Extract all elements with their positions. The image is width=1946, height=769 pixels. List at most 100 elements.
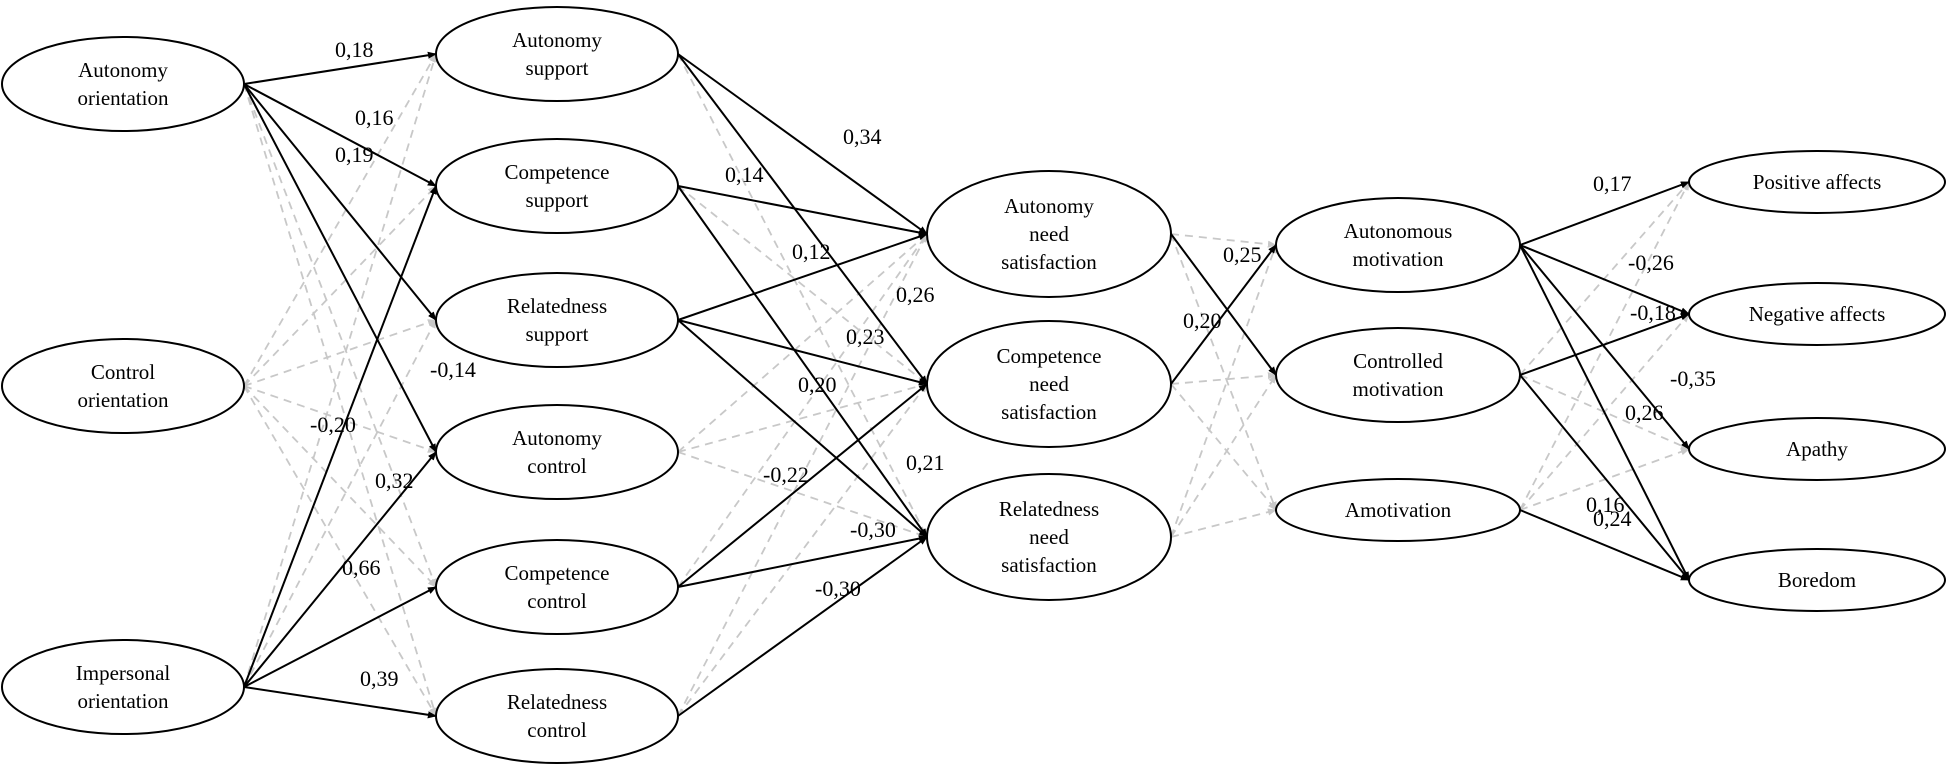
coef-label-autonomy-orientation-to-autonomy-support: 0,18 [335, 37, 374, 62]
path-competence-support-to-autonomy-need [677, 185, 928, 237]
ns-path-control-orientation-to-autonomy-support [243, 53, 437, 387]
node-negative-affects: Negative affects [1688, 282, 1946, 346]
path-competence-control-to-competence-need [677, 383, 928, 588]
node-amotivation-label-line: Amotivation [1345, 498, 1452, 522]
node-competence-need-ellipse [926, 320, 1172, 448]
node-autonomy-orientation-label-line: Autonomy [78, 58, 168, 82]
coef-label-autonomy-support-to-autonomy-need: 0,34 [843, 124, 882, 149]
coef-label-autonomous-motivation-to-boredom: -0,35 [1670, 366, 1716, 391]
path-autonomy-orientation-to-relatedness-support [243, 83, 437, 321]
coef-label-autonomy-orientation-to-autonomy-control: -0,14 [430, 357, 476, 382]
node-autonomy-orientation-ellipse [1, 36, 245, 132]
node-autonomy-need-label-line: need [1029, 222, 1069, 246]
significant-paths [243, 51, 1690, 719]
path-autonomous-motivation-to-boredom [1519, 244, 1690, 581]
ns-path-autonomy-orientation-to-competence-control [243, 83, 437, 588]
node-autonomy-control-label-line: Autonomy [512, 426, 602, 450]
ns-path-relatedness-control-to-autonomy-need [677, 233, 928, 717]
node-competence-control-ellipse [435, 539, 679, 635]
node-competence-need: Competence need satisfaction [926, 320, 1172, 448]
node-control-orientation-label-line: orientation [78, 388, 169, 412]
ns-path-relatedness-need-to-amotivation [1170, 508, 1277, 538]
path-relatedness-support-to-competence-need [677, 319, 928, 386]
ns-path-relatedness-need-to-controlled-motivation [1170, 374, 1277, 538]
node-competence-need-label-line: Competence [997, 344, 1102, 368]
path-relatedness-support-to-relatedness-need [677, 319, 928, 538]
path-controlled-motivation-to-negative-affects [1519, 313, 1690, 376]
node-relatedness-support-ellipse [435, 272, 679, 368]
coef-label-competence-need-to-autonomous-motivation: 0,20 [1183, 308, 1222, 333]
node-relatedness-need-label-line: need [1029, 525, 1069, 549]
coef-label-autonomy-need-to-controlled-motivation: 0,25 [1223, 242, 1262, 267]
coef-label-autonomy-support-to-competence-need: 0,26 [896, 282, 935, 307]
node-negative-affects-label-line: Negative affects [1749, 302, 1886, 326]
path-autonomy-need-to-controlled-motivation [1170, 233, 1277, 376]
coef-label-impersonal-orientation-to-autonomy-control: 0,32 [375, 468, 414, 493]
ns-path-impersonal-orientation-to-relatedness-support [243, 319, 437, 688]
ns-path-controlled-motivation-to-apathy [1519, 374, 1690, 450]
node-competence-control-label-line: Competence [505, 561, 610, 585]
path-autonomous-motivation-to-positive-affects [1519, 181, 1690, 246]
ns-path-autonomy-control-to-autonomy-need [677, 233, 928, 453]
coef-label-autonomy-orientation-to-relatedness-support: 0,19 [335, 142, 374, 167]
node-autonomy-need-ellipse [926, 170, 1172, 298]
coef-label-competence-control-to-competence-need: -0,22 [763, 462, 809, 487]
node-apathy: Apathy [1688, 417, 1946, 481]
node-competence-support-label-line: support [526, 188, 589, 212]
path-impersonal-orientation-to-competence-support [243, 185, 437, 688]
node-competence-control: Competence control [435, 539, 679, 635]
path-relatedness-control-to-relatedness-need [677, 536, 928, 717]
node-controlled-motivation-ellipse [1275, 327, 1521, 423]
node-autonomy-support-ellipse [435, 6, 679, 102]
node-apathy-ellipse [1688, 417, 1946, 481]
path-impersonal-orientation-to-autonomy-control [243, 451, 437, 688]
node-negative-affects-ellipse [1688, 282, 1946, 346]
ns-path-autonomy-support-to-relatedness-need [677, 53, 928, 538]
path-autonomous-motivation-to-negative-affects [1519, 244, 1690, 315]
node-autonomy-support-label-line: Autonomy [512, 28, 602, 52]
coef-label-impersonal-orientation-to-relatedness-control: 0,39 [360, 666, 399, 691]
path-competence-need-to-autonomous-motivation [1170, 244, 1277, 385]
ns-path-autonomy-need-to-amotivation [1170, 233, 1277, 511]
ns-path-autonomy-control-to-competence-need [677, 382, 928, 453]
path-competence-control-to-relatedness-need [677, 535, 928, 588]
ns-path-relatedness-need-to-autonomous-motivation [1170, 244, 1277, 538]
coef-label-controlled-motivation-to-boredom: 0,26 [1625, 400, 1664, 425]
path-amotivation-to-boredom [1519, 509, 1690, 581]
node-autonomy-support-label-line: support [526, 56, 589, 80]
node-relatedness-control-label-line: control [527, 718, 587, 742]
ns-path-competence-support-to-competence-need [677, 185, 928, 385]
node-positive-affects: Positive affects [1688, 150, 1946, 214]
ns-path-control-orientation-to-autonomy-control [243, 385, 437, 453]
ns-path-control-orientation-to-relatedness-control [243, 385, 437, 717]
node-competence-control-label-line: control [527, 589, 587, 613]
node-competence-need-label-line: satisfaction [1001, 400, 1097, 424]
node-positive-affects-ellipse [1688, 150, 1946, 214]
ns-path-autonomy-control-to-relatedness-need [677, 451, 928, 538]
ns-path-control-orientation-to-competence-control [243, 385, 437, 588]
ns-path-competence-control-to-autonomy-need [677, 233, 928, 588]
path-autonomy-orientation-to-autonomy-control [243, 83, 437, 453]
node-autonomy-orientation-label-line: orientation [78, 86, 169, 110]
node-amotivation-ellipse [1275, 478, 1521, 542]
node-positive-affects-label-line: Positive affects [1753, 170, 1882, 194]
node-control-orientation-label-line: Control [91, 360, 155, 384]
path-competence-support-to-relatedness-need [677, 185, 928, 538]
coef-label-relatedness-control-to-relatedness-need: -0,30 [815, 576, 861, 601]
coef-label-autonomous-motivation-to-negative-affects: -0,26 [1628, 250, 1674, 275]
path-autonomy-support-to-competence-need [677, 53, 928, 385]
node-control-orientation-ellipse [1, 338, 245, 434]
coef-label-relatedness-support-to-relatedness-need: 0,21 [906, 450, 945, 475]
node-controlled-motivation-label-line: Controlled [1353, 349, 1443, 373]
path-autonomy-support-to-autonomy-need [677, 53, 928, 235]
node-autonomous-motivation-ellipse [1275, 197, 1521, 293]
coef-label-autonomous-motivation-to-positive-affects: 0,17 [1593, 171, 1632, 196]
node-competence-need-label-line: need [1029, 372, 1069, 396]
ns-path-amotivation-to-apathy [1519, 448, 1690, 511]
node-amotivation: Amotivation [1275, 478, 1521, 542]
